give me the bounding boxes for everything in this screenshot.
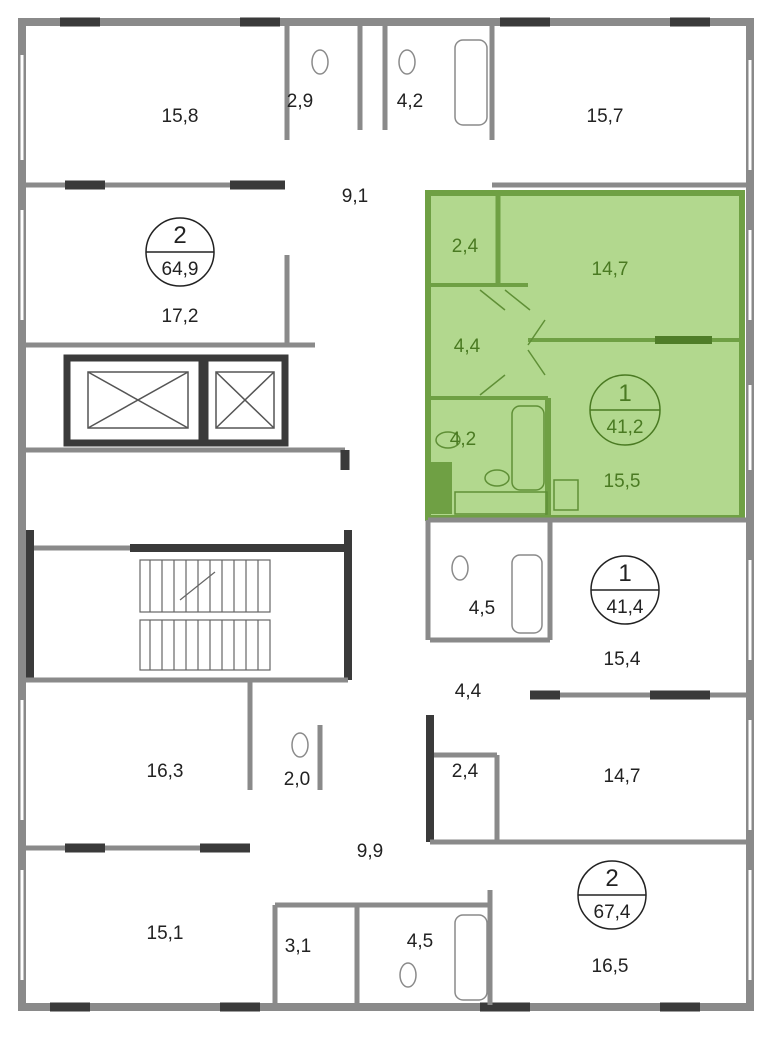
svg-text:67,4: 67,4 — [594, 902, 631, 923]
apartment-badge: 2 64,9 — [145, 217, 215, 287]
apartment-badge: 1 41,4 — [590, 555, 660, 625]
room-area: 4,5 — [469, 598, 495, 619]
room-area: 9,1 — [342, 186, 368, 207]
room-area: 16,5 — [592, 956, 629, 977]
room-area: 4,4 — [454, 336, 481, 357]
room-area: 2,4 — [452, 236, 479, 257]
windows — [20, 17, 752, 1012]
svg-text:1: 1 — [618, 380, 631, 407]
svg-text:64,9: 64,9 — [162, 259, 199, 280]
room-area: 14,7 — [592, 259, 629, 280]
outer-wall — [18, 18, 754, 1011]
room-area: 3,1 — [285, 936, 311, 957]
room-area: 4,4 — [455, 681, 482, 702]
room-area: 15,5 — [604, 471, 641, 492]
room-area: 14,7 — [604, 766, 641, 787]
room-area: 4,5 — [407, 931, 433, 952]
apartment-badge: 2 67,4 — [577, 860, 647, 930]
room-area: 2,9 — [287, 91, 313, 112]
svg-text:41,4: 41,4 — [607, 597, 644, 618]
room-area: 15,1 — [147, 923, 184, 944]
room-area: 16,3 — [147, 761, 184, 782]
room-area: 15,8 — [162, 106, 199, 127]
svg-text:41,2: 41,2 — [607, 417, 644, 438]
interior-walls — [26, 26, 746, 1005]
svg-text:2: 2 — [173, 222, 186, 249]
room-area: 4,2 — [450, 429, 476, 450]
room-area: 9,9 — [357, 841, 383, 862]
apartment-badge-highlighted: 1 41,2 — [589, 374, 661, 446]
room-area: 15,4 — [604, 649, 641, 670]
room-area: 2,4 — [452, 761, 479, 782]
highlighted-apartment[interactable] — [425, 190, 745, 521]
room-area: 15,7 — [587, 106, 624, 127]
svg-text:2: 2 — [605, 865, 618, 892]
room-area: 4,2 — [397, 91, 423, 112]
room-labels: 15,8 17,2 2,9 4,2 9,1 15,7 2,4 14,7 4,4 … — [147, 91, 641, 977]
room-area: 17,2 — [162, 306, 199, 327]
svg-text:1: 1 — [618, 560, 631, 587]
room-area: 2,0 — [284, 769, 310, 790]
